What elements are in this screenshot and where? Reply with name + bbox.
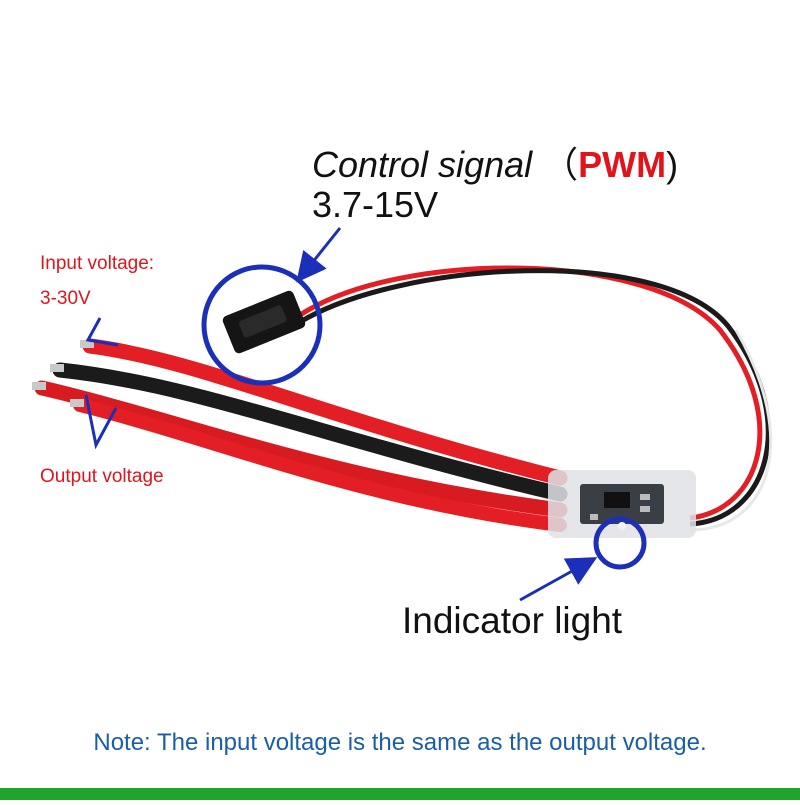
signal-wire-white (689, 329, 773, 532)
indicator-highlight-circle (593, 516, 647, 570)
pwm-text: PWM (578, 144, 667, 185)
input-wire-black (52, 362, 568, 502)
indicator-light-label: Indicator light (402, 600, 623, 641)
footer-bar (0, 788, 800, 800)
connector-highlight-circle (201, 264, 323, 386)
control-signal-label: Control signal （PWM) (312, 136, 678, 188)
wire-tip (32, 382, 46, 390)
signal-wire-black (298, 268, 771, 527)
input-voltage-range: 3-30V (40, 288, 91, 309)
output-wire-red-2 (73, 398, 567, 532)
output-voltage-label: Output voltage (40, 466, 164, 487)
input-voltage-label: Input voltage: (40, 253, 155, 274)
output-pointer (84, 394, 118, 450)
control-paren-close: ) (666, 144, 679, 185)
indicator-arrow (519, 557, 598, 602)
note-text: Note: The input voltage is the same as t… (93, 729, 707, 756)
wire-tip (80, 340, 94, 348)
control-arrow (296, 227, 342, 283)
output-wire-red (34, 380, 568, 518)
signal-wire-red (298, 265, 763, 521)
input-wire-red (82, 338, 568, 486)
control-voltage-label: 3.7-15V (312, 184, 439, 225)
wire-tip (70, 399, 84, 407)
pcb-module (548, 470, 696, 538)
control-paren-open: （ (542, 144, 579, 185)
servo-connector (222, 290, 306, 354)
input-pointer (85, 317, 119, 347)
control-signal-text: Control signal (312, 144, 533, 185)
wire-tip (50, 364, 64, 372)
